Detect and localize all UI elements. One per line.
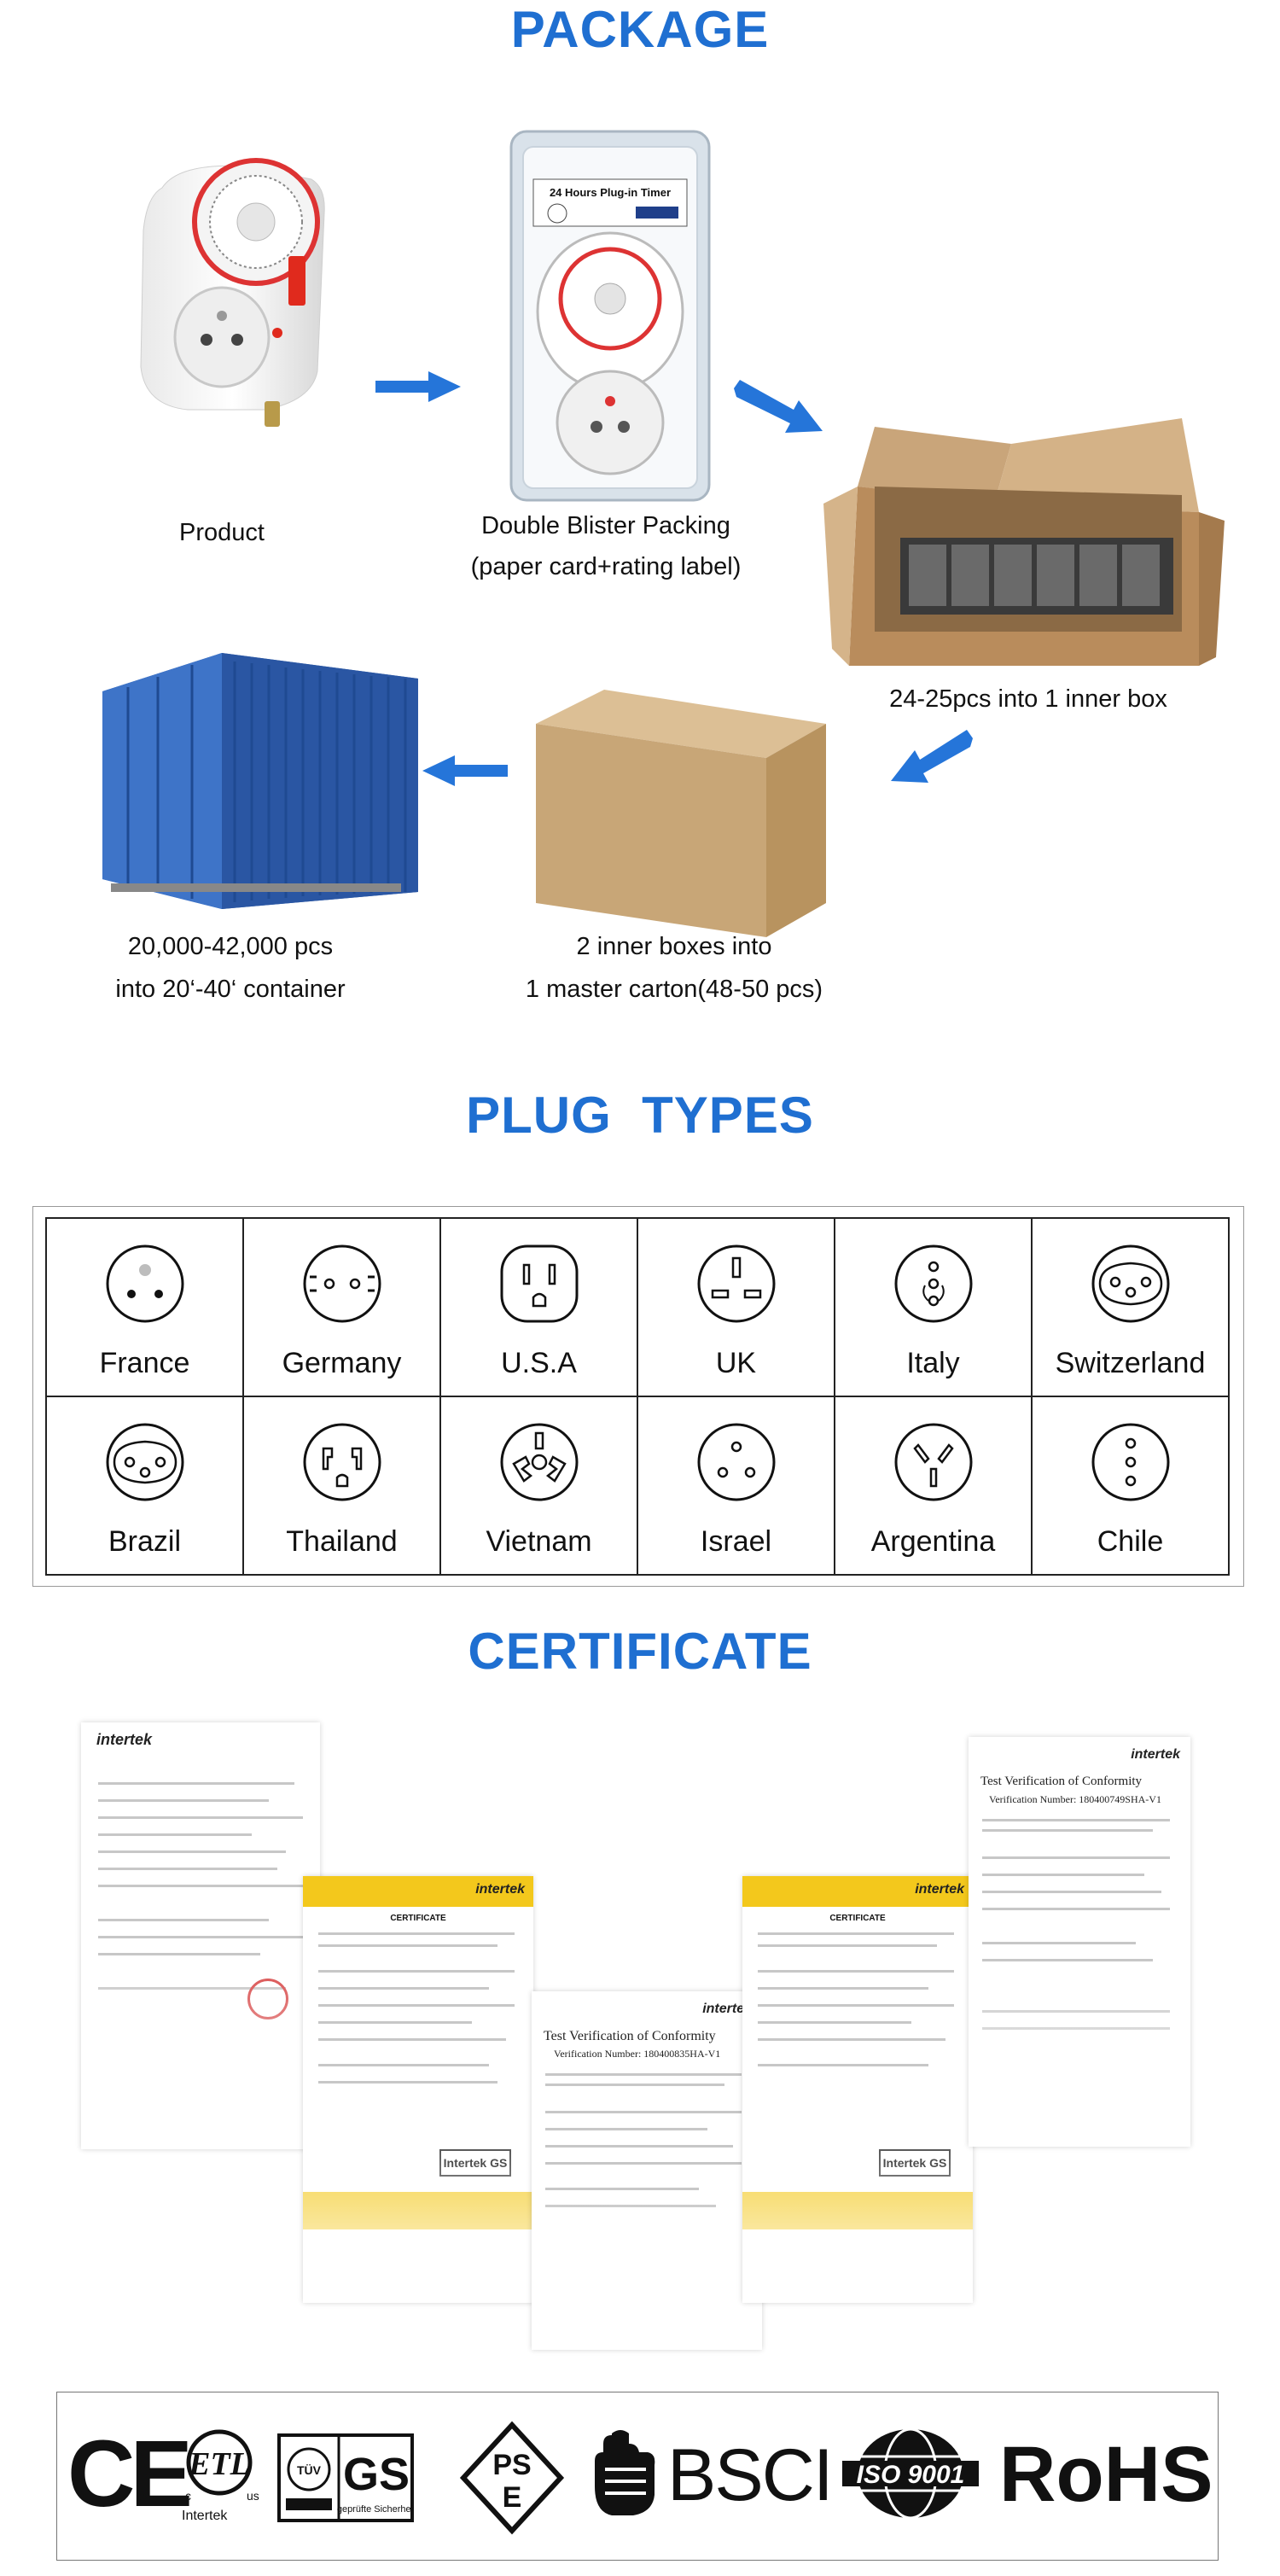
uk-socket-icon	[697, 1244, 775, 1323]
inner-box-image	[823, 410, 1225, 674]
carton-caption-line1: 2 inner boxes into	[576, 933, 772, 960]
arrow-right-icon	[375, 371, 461, 402]
master-carton-image	[527, 690, 826, 937]
container-caption-line2: into 20‘-40‘ container	[115, 976, 346, 1003]
thailand-socket-icon	[303, 1423, 381, 1501]
gs-text: GS	[343, 2449, 410, 2500]
blister-caption-line1: Double Blister Packing	[481, 512, 730, 539]
plug-cell: Brazil	[47, 1397, 244, 1576]
intertek-logo: intertek	[702, 2002, 752, 2016]
svg-text:ETL: ETL	[188, 2446, 250, 2482]
svg-text:TÜV: TÜV	[297, 2463, 322, 2477]
carton-caption-line2: 1 master carton(48-50 pcs)	[525, 976, 823, 1003]
verification-number: Verification Number: 180400749SHA-V1	[989, 1793, 1161, 1805]
svg-text:ISO 9001: ISO 9001	[857, 2461, 965, 2489]
plug-cell: Argentina	[835, 1397, 1033, 1576]
plug-label: Italy	[906, 1347, 960, 1379]
bsci-text: BSCI	[667, 2434, 834, 2516]
arrow-down-left-icon	[891, 730, 973, 783]
switzerland-socket-icon	[1091, 1244, 1169, 1323]
israel-socket-icon	[697, 1423, 775, 1501]
iso-9001-logo: ISO 9001	[842, 2427, 979, 2521]
product-image	[128, 154, 333, 427]
plug-label: Thailand	[286, 1525, 398, 1558]
inner-box-caption: 24-25pcs into 1 inner box	[889, 685, 1167, 713]
bsci-logo: BSCI	[586, 2427, 834, 2529]
plug-cell: Thailand	[244, 1397, 441, 1576]
france-socket-icon	[106, 1244, 183, 1323]
certificate-label: CERTIFICATE	[390, 1914, 446, 1923]
intertek-logo: intertek	[1131, 1747, 1180, 1762]
arrow-left-icon	[422, 755, 508, 786]
rohs-logo: RoHS	[999, 2431, 1213, 2518]
intertek-logo: intertek	[96, 1731, 153, 1748]
brazil-socket-icon	[106, 1423, 183, 1501]
svg-text:PS: PS	[492, 2449, 531, 2481]
plug-label: Israel	[700, 1525, 772, 1558]
etl-intertek-label: Intertek	[182, 2509, 228, 2523]
plug-label: Chile	[1097, 1525, 1164, 1558]
plug-types-heading: PLUG TYPES	[466, 1087, 814, 1144]
verification-number: Verification Number: 180400835HA-V1	[554, 2048, 721, 2060]
verification-title: Test Verification of Conformity	[544, 2029, 716, 2043]
plug-label: France	[99, 1347, 190, 1379]
plug-label: Germany	[282, 1347, 402, 1379]
blister-card-title: 24 Hours Plug-in Timer	[550, 186, 671, 199]
plug-cell: Vietnam	[441, 1397, 638, 1576]
usa-socket-icon	[500, 1244, 578, 1323]
italy-socket-icon	[894, 1244, 972, 1323]
plug-cell: U.S.A	[441, 1219, 638, 1397]
chile-socket-icon	[1091, 1423, 1169, 1501]
certificate-heading: CERTIFICATE	[468, 1623, 812, 1680]
plug-label: Brazil	[108, 1525, 182, 1558]
plug-grid: France Germany U.S.A	[45, 1217, 1230, 1576]
plug-cell: Italy	[835, 1219, 1033, 1397]
svg-text:c: c	[185, 2489, 191, 2503]
plug-label: U.S.A	[501, 1347, 577, 1379]
etl-logo: ETL c us Intertek	[177, 2427, 262, 2538]
germany-socket-icon	[303, 1244, 381, 1323]
arrow-down-right-icon	[734, 380, 823, 433]
verification-title: Test Verification of Conformity	[980, 1775, 1143, 1788]
plug-cell: Germany	[244, 1219, 441, 1397]
plug-cell: Switzerland	[1033, 1219, 1230, 1397]
certificate-document: intertek Test Verification of Conformity…	[969, 1737, 1190, 2147]
plug-cell: Israel	[638, 1397, 835, 1576]
svg-text:geprüfte Sicherheit: geprüfte Sicherheit	[337, 2504, 414, 2515]
plug-cell: France	[47, 1219, 244, 1397]
certificate-document: intertek Test Verification of Conformity…	[532, 1991, 762, 2350]
intertek-logo: intertek	[475, 1882, 525, 1897]
intertek-logo: intertek	[915, 1882, 964, 1897]
pse-logo: PS E	[457, 2418, 567, 2538]
plug-label: UK	[715, 1347, 757, 1379]
blister-caption-line2: (paper card+rating label)	[470, 553, 742, 580]
certificate-label: CERTIFICATE	[829, 1914, 886, 1923]
plug-cell: Chile	[1033, 1397, 1230, 1576]
package-heading: PACKAGE	[510, 1, 770, 58]
certificate-document: intertek CERTIFICATE Intertek GS	[742, 1876, 973, 2303]
shipping-container-image	[94, 653, 418, 909]
argentina-socket-icon	[894, 1423, 972, 1501]
ce-logo: CE	[67, 2422, 193, 2526]
tuv-gs-logo: TÜV GS geprüfte Sicherheit	[277, 2418, 416, 2538]
plug-types-table: France Germany U.S.A	[32, 1206, 1244, 1587]
plug-label: Switzerland	[1055, 1347, 1206, 1379]
certificate-document: intertek CERTIFICATE Intertek GS	[303, 1876, 533, 2303]
svg-text:us: us	[247, 2489, 259, 2503]
container-caption-line1: 20,000-42,000 pcs	[127, 933, 334, 960]
product-caption: Product	[179, 519, 265, 546]
certification-logos: CE ETL c us Intertek TÜV GS geprüfte Sic…	[56, 2392, 1219, 2561]
certificate-document: intertek	[81, 1722, 320, 2149]
svg-text:E: E	[503, 2481, 522, 2514]
blister-pack-image: 24 Hours Plug-in Timer	[508, 128, 713, 504]
plug-cell: UK	[638, 1219, 835, 1397]
plug-label: Vietnam	[486, 1525, 592, 1558]
plug-label: Argentina	[870, 1525, 996, 1558]
vietnam-socket-icon	[500, 1423, 578, 1501]
